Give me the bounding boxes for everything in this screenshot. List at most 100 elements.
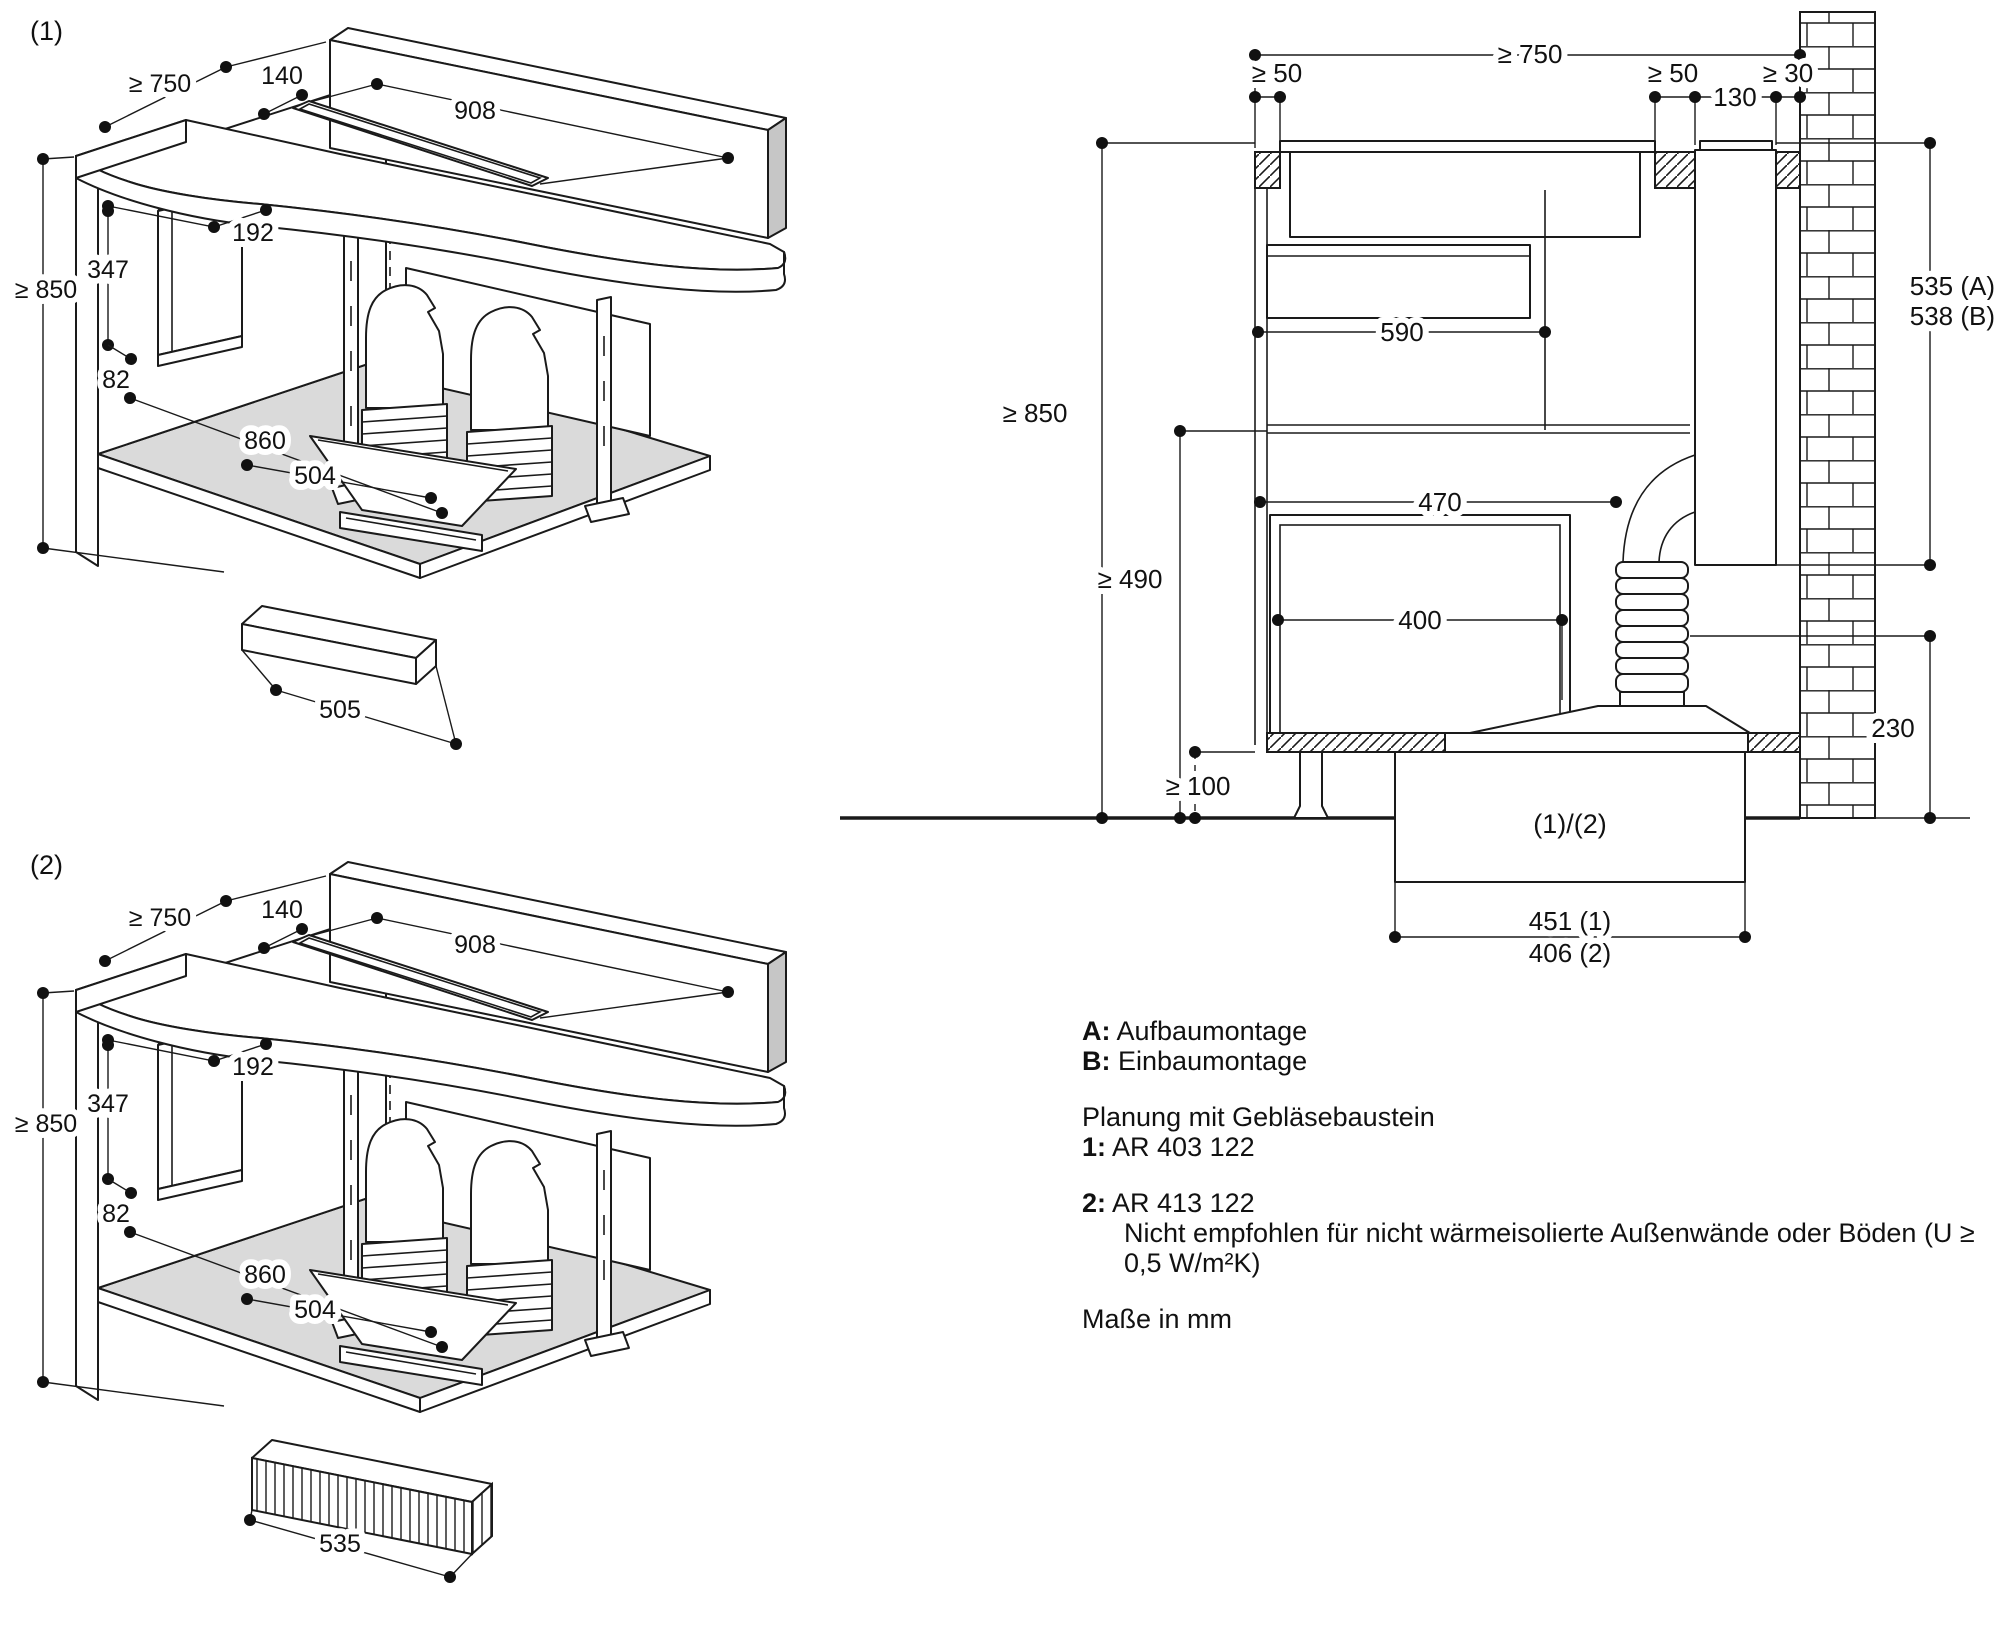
vent-slot-inner xyxy=(297,103,543,184)
floor-edge-right xyxy=(419,455,711,579)
vent-cover-plate xyxy=(1699,140,1773,151)
isometric-view-1: (1) xyxy=(10,16,787,750)
cabinet-leg xyxy=(1293,751,1329,819)
duct-elbow xyxy=(1622,454,1696,563)
duct-box-flange xyxy=(157,1169,243,1201)
svg-text:406 (2): 406 (2) xyxy=(1529,938,1611,968)
svg-text:≥ 30: ≥ 30 xyxy=(1763,58,1813,88)
side-panel-edge xyxy=(75,155,99,567)
section-dimensions: ≥ 750 ≥ 50 ≥ 50 130 ≥ 30 ≥ 850 ≥ 490 590… xyxy=(997,33,2000,974)
rail-right-foot xyxy=(584,1331,630,1357)
svg-text:≥ 850: ≥ 850 xyxy=(15,1110,77,1138)
svg-text:≥ 850: ≥ 850 xyxy=(1003,398,1068,428)
svg-text:535 (A): 535 (A) xyxy=(1910,271,1995,301)
note-b-text: Einbaumontage xyxy=(1118,1046,1308,1076)
svg-text:504: 504 xyxy=(294,1296,336,1324)
funnel-base-plate xyxy=(339,511,483,552)
drawer-box xyxy=(1266,244,1531,319)
vent-slot-inner xyxy=(297,937,543,1018)
funnel-base-plate xyxy=(339,1345,483,1386)
svg-text:347: 347 xyxy=(87,256,129,284)
svg-text:≥ 750: ≥ 750 xyxy=(1498,39,1563,69)
counter-front-edge xyxy=(75,989,787,1127)
seal-block-left xyxy=(1254,151,1281,189)
side-panel-edge xyxy=(75,989,99,1401)
svg-text:192: 192 xyxy=(232,1053,274,1081)
svg-text:860: 860 xyxy=(244,427,286,455)
wall-floor-seal xyxy=(1747,732,1801,753)
svg-text:≥ 100: ≥ 100 xyxy=(1166,771,1231,801)
svg-text:347: 347 xyxy=(87,1090,129,1118)
svg-text:≥ 750: ≥ 750 xyxy=(129,70,191,98)
outlet-box-side xyxy=(471,1481,493,1557)
note-2-text: AR 413 122 xyxy=(1112,1188,1255,1218)
cooktop-plate xyxy=(1279,140,1656,153)
svg-text:140: 140 xyxy=(261,62,303,90)
svg-text:504: 504 xyxy=(294,462,336,490)
wall-side-face xyxy=(767,951,787,1073)
figure2-tag: (2) xyxy=(30,850,63,880)
svg-text:192: 192 xyxy=(232,219,274,247)
svg-text:538 (B): 538 (B) xyxy=(1910,301,1995,331)
note-2-key: 2: xyxy=(1082,1188,1107,1218)
flex-duct-collar xyxy=(1619,691,1685,707)
svg-text:535: 535 xyxy=(319,1530,361,1558)
cabinet-floor xyxy=(1266,732,1446,753)
svg-text:451 (1): 451 (1) xyxy=(1529,906,1611,936)
svg-text:≥ 750: ≥ 750 xyxy=(129,904,191,932)
cooktop-body xyxy=(1289,151,1641,238)
svg-text:140: 140 xyxy=(261,896,303,924)
svg-text:400: 400 xyxy=(1398,605,1441,635)
svg-text:908: 908 xyxy=(454,97,496,125)
counter-cut-face xyxy=(75,119,187,179)
note-b-key: B: xyxy=(1082,1046,1111,1076)
svg-text:(1)/(2): (1)/(2) xyxy=(1533,809,1607,839)
floor-blower-housing xyxy=(1394,751,1746,883)
note-a-key: A: xyxy=(1082,1016,1111,1046)
svg-text:230: 230 xyxy=(1871,713,1914,743)
rail-right xyxy=(596,296,612,512)
note-a-text: Aufbaumontage xyxy=(1116,1016,1308,1046)
wall-side-face xyxy=(767,117,787,239)
duct-box-flange xyxy=(157,335,243,367)
legend-notes: A: Aufbaumontage B: Einbaumontage Planun… xyxy=(1082,1016,1982,1334)
svg-text:≥ 490: ≥ 490 xyxy=(1098,564,1163,594)
vent-slot-outer xyxy=(292,934,549,1021)
vent-slot-outer xyxy=(292,100,549,187)
cross-section-view: (1)/(2) ≥ 750 ≥ 50 ≥ 50 130 ≥ 30 ≥ 850 ≥… xyxy=(840,11,2000,974)
svg-text:≥ 50: ≥ 50 xyxy=(1252,58,1302,88)
note-1-text: AR 403 122 xyxy=(1112,1132,1255,1162)
figure1-tag: (1) xyxy=(30,16,63,46)
rail-right xyxy=(596,1130,612,1346)
seal-block-right xyxy=(1775,151,1801,189)
floor-edge-right xyxy=(419,1289,711,1413)
brick-wall xyxy=(1799,11,1876,819)
note-2-warning-line2: 0,5 W/m²K) xyxy=(1124,1248,1261,1278)
svg-text:590: 590 xyxy=(1380,317,1423,347)
isometric-view-2: (2) ≥ xyxy=(10,850,787,1583)
note-1-key: 1: xyxy=(1082,1132,1107,1162)
svg-text:≥ 50: ≥ 50 xyxy=(1648,58,1698,88)
dimensions: ≥ 750 140 908 192 347 82 ≥ 850 860 504 5… xyxy=(10,41,734,750)
units-note: Maße in mm xyxy=(1082,1304,1233,1334)
seal-block-mid xyxy=(1654,151,1696,189)
planning-title: Planung mit Gebläsebaustein xyxy=(1082,1102,1435,1132)
transition-funnel xyxy=(309,435,517,527)
svg-text:505: 505 xyxy=(319,696,361,724)
svg-text:82: 82 xyxy=(102,1200,130,1228)
svg-text:82: 82 xyxy=(102,366,130,394)
svg-text:470: 470 xyxy=(1418,487,1461,517)
dimensions: ≥ 750 140 908 192 347 82 ≥ 850 860 504 5… xyxy=(10,875,734,1583)
note-2-warning-line1: Nicht empfohlen für nicht wärmeisolierte… xyxy=(1124,1218,1975,1248)
svg-text:≥ 850: ≥ 850 xyxy=(15,276,77,304)
rail-right-foot xyxy=(584,497,630,523)
counter-front-edge xyxy=(75,155,787,293)
duct-channel xyxy=(1694,149,1777,566)
svg-text:130: 130 xyxy=(1713,82,1756,112)
blower-module-box xyxy=(1269,514,1571,734)
svg-text:908: 908 xyxy=(454,931,496,959)
flex-duct xyxy=(1615,561,1689,693)
svg-text:860: 860 xyxy=(244,1261,286,1289)
hood-base-plate xyxy=(1444,732,1749,753)
